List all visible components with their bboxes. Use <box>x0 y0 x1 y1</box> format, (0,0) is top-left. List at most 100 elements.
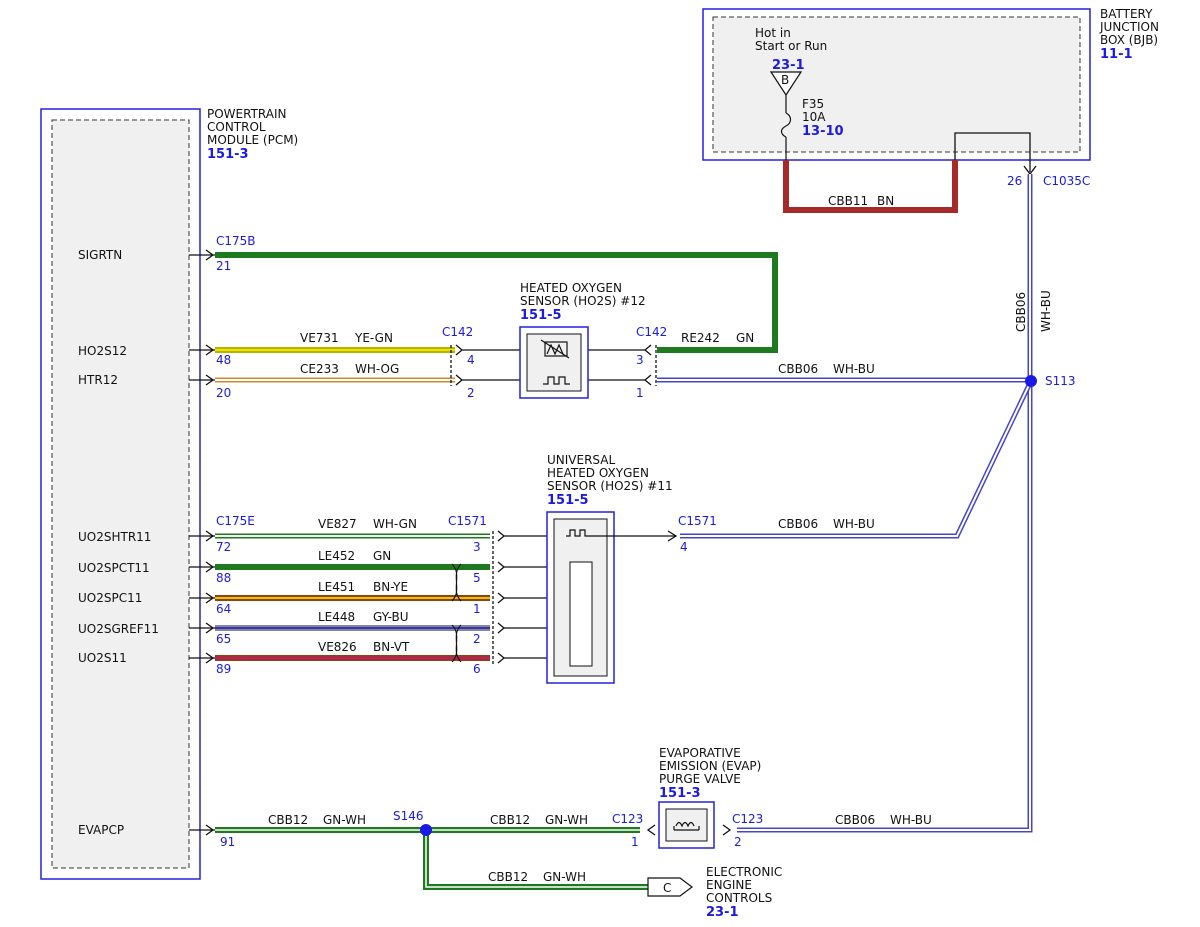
wire-ve826-color: BN-VT <box>373 640 410 654</box>
wire-ve731-color: YE-GN <box>354 331 393 345</box>
heater-element-icon <box>543 376 570 385</box>
wire-le452-color: GN <box>373 549 391 563</box>
uho2s11-sensor <box>546 511 615 684</box>
wire-re242-circuit: RE242 <box>681 331 720 345</box>
bjb-module <box>702 8 1091 172</box>
wire-le448-color: GY-BU <box>373 610 409 624</box>
bjb-hot-line-1: Hot in <box>755 26 791 40</box>
wire-cbb06-vertical-circuit: CBB06 <box>1014 292 1028 332</box>
pcm-pin-uo2s11: UO2S11 <box>78 651 127 665</box>
pin-88: 88 <box>216 571 231 585</box>
connector-c1571-left-label[interactable]: C1571 <box>448 514 487 528</box>
wire-cbb06-ho2s-color: WH-BU <box>833 362 875 376</box>
wire-cbb11 <box>783 160 958 213</box>
c1571-pin-3: 3 <box>473 540 481 554</box>
wire-cbb06-vertical-color: WH-BU <box>1039 290 1053 332</box>
pcm-pin-sigrtn: SIGRTN <box>78 248 122 262</box>
eec-ref[interactable]: 23-1 <box>706 905 739 920</box>
ho2s12-title-1: HEATED OXYGEN <box>520 281 622 295</box>
wire-le451-color: BN-YE <box>373 580 408 594</box>
wire-ce233-color: WH-OG <box>355 362 399 376</box>
pcm-pin-uo2spc11: UO2SPC11 <box>78 591 142 605</box>
ho2s12-sensor <box>519 326 589 399</box>
oxygen-sensor-element-icon <box>540 339 570 359</box>
twisted-pair-icon <box>451 624 462 663</box>
bjb-bus-ref[interactable]: 23-1 <box>772 58 805 73</box>
connector-c175e[interactable]: C175E <box>216 514 255 528</box>
wire-cbb06-uho2s <box>680 381 1033 539</box>
connector-c1571-right-label[interactable]: C1571 <box>678 514 717 528</box>
c1571-right-arrow-icon <box>667 530 678 542</box>
c142-pin-1: 1 <box>636 386 644 400</box>
splice-s113-label[interactable]: S113 <box>1045 374 1076 388</box>
eec-page-ref-tag-icon <box>647 877 693 897</box>
eec-title-1: ELECTRONIC <box>706 865 782 879</box>
pcm-title-1: POWERTRAIN <box>207 107 287 121</box>
wire-cbb12-c-circuit: CBB12 <box>488 870 528 884</box>
pin-65: 65 <box>216 632 231 646</box>
pcm-pin-uo2sgref11: UO2SGREF11 <box>78 622 159 636</box>
wire-cbb12-c-color: GN-WH <box>543 870 586 884</box>
c123-pin-1: 1 <box>631 835 639 849</box>
connector-c142-left-label[interactable]: C142 <box>442 325 473 339</box>
wire-cbb11-circuit: CBB11 <box>828 194 868 208</box>
connector-c1035c[interactable]: C1035C <box>1043 174 1090 188</box>
wire-le452-circuit: LE452 <box>318 549 355 563</box>
c1571-right-pin-4: 4 <box>680 540 688 554</box>
splice-s113 <box>1025 375 1037 387</box>
connector-c123-left-label[interactable]: C123 <box>612 812 643 826</box>
wire-cbb06-uho2s-circuit: CBB06 <box>778 517 818 531</box>
pin-21: 21 <box>216 259 231 273</box>
evap-title-2: EMISSION (EVAP) <box>659 759 761 773</box>
pcm-ref[interactable]: 151-3 <box>207 147 249 162</box>
wire-le448-circuit: LE448 <box>318 610 355 624</box>
bjb-title-1: BATTERY <box>1100 7 1153 21</box>
pcm-pin-stubs <box>189 249 215 836</box>
ho2s12-title-2: SENSOR (HO2S) #12 <box>520 294 646 308</box>
fuse-ref[interactable]: 13-10 <box>802 124 844 139</box>
wire-ve731-circuit: VE731 <box>300 331 339 345</box>
c142-pin-4: 4 <box>467 353 475 367</box>
bjb-hot-line-2: Start or Run <box>755 39 827 53</box>
connector-c123-right-label[interactable]: C123 <box>732 812 763 826</box>
connector-c175b[interactable]: C175B <box>216 234 256 248</box>
uho2s11-ref[interactable]: 151-5 <box>547 493 589 508</box>
pcm-title-3: MODULE (PCM) <box>207 133 298 147</box>
twisted-pair-icon <box>451 563 462 602</box>
wire-ve827-color: WH-GN <box>373 517 417 531</box>
evap-title-3: PURGE VALVE <box>659 772 741 786</box>
evap-purge-valve <box>658 801 715 849</box>
connector-c142-right-label[interactable]: C142 <box>636 325 667 339</box>
eec-letter: C <box>663 881 671 895</box>
bjb-bus-letter: B <box>781 73 789 87</box>
pcm-pin-evapcp: EVAPCP <box>78 823 124 837</box>
pcm-pin-uo2spct11: UO2SPCT11 <box>78 561 150 575</box>
c1571-pin-1: 1 <box>473 602 481 616</box>
connector-c142-left <box>450 344 522 386</box>
wire-cbb06-evap-circuit: CBB06 <box>835 813 875 827</box>
c142-pin-3: 3 <box>636 353 644 367</box>
splice-s146-label[interactable]: S146 <box>393 809 424 823</box>
bjb-ref[interactable]: 11-1 <box>1100 47 1133 62</box>
pin-89: 89 <box>216 662 231 676</box>
pcm-pin-ho2s12: HO2S12 <box>78 344 127 358</box>
c1571-pin-6: 6 <box>473 662 481 676</box>
pin-72: 72 <box>216 540 231 554</box>
c142-pin-2: 2 <box>467 386 475 400</box>
ho2s12-ref[interactable]: 151-5 <box>520 308 562 323</box>
pin-64: 64 <box>216 602 231 616</box>
splice-s146 <box>420 824 432 836</box>
uho2s11-title-1: UNIVERSAL <box>547 453 615 467</box>
pin-48: 48 <box>216 353 231 367</box>
wire-cbb12-eec <box>423 830 648 890</box>
wire-re242-color: GN <box>736 331 754 345</box>
fuse-name: F35 <box>802 97 824 111</box>
wire-ve826-circuit: VE826 <box>318 640 357 654</box>
c123-right-arrow-icon <box>722 824 732 836</box>
power-bus-triangle-icon <box>769 71 803 113</box>
evap-title-1: EVAPORATIVE <box>659 746 741 760</box>
pcm-title-2: CONTROL <box>207 120 266 134</box>
evap-ref[interactable]: 151-3 <box>659 786 701 801</box>
pin-91: 91 <box>220 835 235 849</box>
c123-pin-2: 2 <box>734 835 742 849</box>
